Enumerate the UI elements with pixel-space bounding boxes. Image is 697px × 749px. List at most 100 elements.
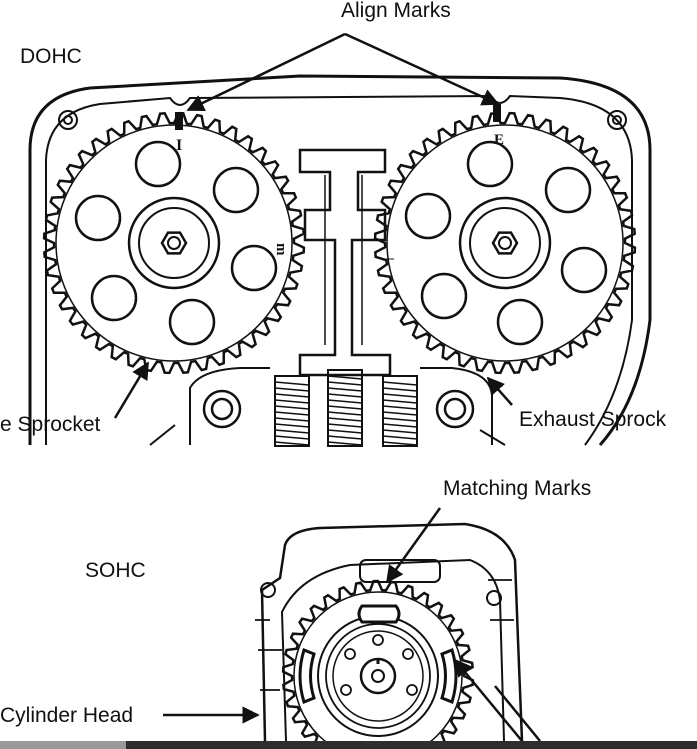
stud-thread: [382, 435, 418, 440]
stud-thread: [274, 417, 310, 422]
intake-stamp-top: I: [176, 137, 182, 154]
stud-thread: [382, 411, 418, 416]
intake-stamp-side: m: [273, 243, 289, 256]
stud-thread: [327, 423, 363, 428]
stud-thread: [382, 405, 418, 410]
intake-hole: [90, 274, 138, 322]
intake-hole: [230, 244, 278, 292]
exhaust-align-mark: [493, 104, 501, 122]
intake-hole: [212, 166, 260, 214]
exhaust-hub: [458, 196, 552, 290]
stud-thread: [327, 375, 363, 380]
stud-thread: [382, 381, 418, 386]
stud-thread: [327, 411, 363, 416]
sohc-slot: [298, 648, 316, 704]
exhaust-hole: [466, 140, 514, 188]
stud-thread: [382, 387, 418, 392]
stud-thread: [327, 405, 363, 410]
stud-thread: [327, 417, 363, 422]
sohc-housing-edge: [255, 579, 514, 691]
stud-thread: [382, 417, 418, 422]
sohc-bolt-hole: [344, 648, 356, 660]
intake-sprocket: [42, 111, 306, 375]
exhaust-sprocket-teeth: [373, 111, 637, 375]
exhaust-hole: [560, 246, 608, 294]
bottom-bar-segment: [0, 741, 126, 749]
stud-thread: [327, 399, 363, 404]
sohc-section: [255, 522, 524, 749]
sohc-arrows: [163, 507, 541, 742]
stud-thread: [274, 411, 310, 416]
stud-thread: [327, 381, 363, 386]
center-casting: [298, 148, 392, 377]
sohc-hub: [359, 657, 397, 695]
exhaust-sprocket: [373, 111, 637, 375]
exhaust-stamp-top: E: [494, 132, 504, 148]
stud-thread: [274, 405, 310, 410]
stud-thread: [382, 393, 418, 398]
sohc-bolt-hole: [402, 648, 414, 660]
intake-align-mark: [175, 112, 183, 130]
intake-hole: [74, 194, 122, 242]
dohc-section: [28, 74, 652, 447]
sohc-sprocket-face: [317, 615, 439, 737]
stud-thread: [382, 429, 418, 434]
intake-hub-nut: [160, 231, 188, 255]
crank-pointer: [453, 658, 523, 742]
stud-thread: [327, 441, 363, 446]
sohc-slot: [440, 648, 458, 704]
cylinder-head-label: Cylinder Head: [0, 704, 134, 727]
intake-hole: [168, 298, 216, 346]
sohc-stud: [260, 582, 276, 598]
exhaust-hub-nut: [491, 231, 519, 255]
stud-thread: [382, 399, 418, 404]
sohc-stud: [486, 590, 502, 606]
intake-hole: [134, 140, 182, 188]
matching-marks-label: Matching Marks: [443, 477, 592, 500]
stud-thread: [327, 387, 363, 392]
stud-thread: [327, 435, 363, 440]
lower-bolt-left: [202, 389, 242, 429]
cover-bolt-left: [58, 110, 78, 130]
sohc-slot: [357, 604, 401, 624]
exhaust-hole: [420, 272, 468, 320]
exhaust-stamp-side: —: [379, 251, 395, 266]
sohc-housing-outline: [260, 522, 524, 742]
stud-thread: [274, 429, 310, 434]
sohc-housing-inner: [280, 558, 505, 742]
dohc-label: DOHC: [20, 45, 82, 68]
align-arrow-right: [344, 32, 500, 106]
matching-arrow: [385, 507, 442, 584]
sohc-label: SOHC: [85, 559, 146, 582]
stud-thread: [274, 387, 310, 392]
intake-hub: [127, 196, 221, 290]
sohc-sprocket-teeth: [281, 579, 475, 749]
intake-arrow: [113, 361, 150, 419]
bottom-bar: [0, 741, 697, 749]
sohc-bolt-hole: [372, 634, 384, 646]
stud-thread: [274, 399, 310, 404]
stud-threads: [274, 375, 418, 446]
align-arrow-left: [186, 32, 346, 112]
stud-thread: [274, 423, 310, 428]
stud-thread: [382, 441, 418, 446]
stud-thread: [274, 393, 310, 398]
lower-line: [479, 429, 506, 446]
lower-bolt-right: [435, 389, 475, 429]
cover-bolt-right: [607, 110, 627, 130]
stud-thread: [327, 429, 363, 434]
lower-line: [149, 424, 176, 446]
stud-thread: [274, 441, 310, 446]
sohc-bolt-hole: [406, 684, 418, 696]
cam-cover-outline: [28, 74, 652, 446]
exhaust-sprocket-label: Exhaust Sprock: [519, 408, 667, 431]
stud-thread: [274, 435, 310, 440]
sohc-bolt-hole: [340, 684, 352, 696]
exhaust-hole: [404, 192, 452, 240]
stud-thread: [274, 381, 310, 386]
exhaust-hole: [544, 166, 592, 214]
intake-sprocket-teeth: [42, 111, 306, 375]
crank-pointer-2: [494, 685, 541, 742]
dohc-arrows: [113, 32, 513, 419]
